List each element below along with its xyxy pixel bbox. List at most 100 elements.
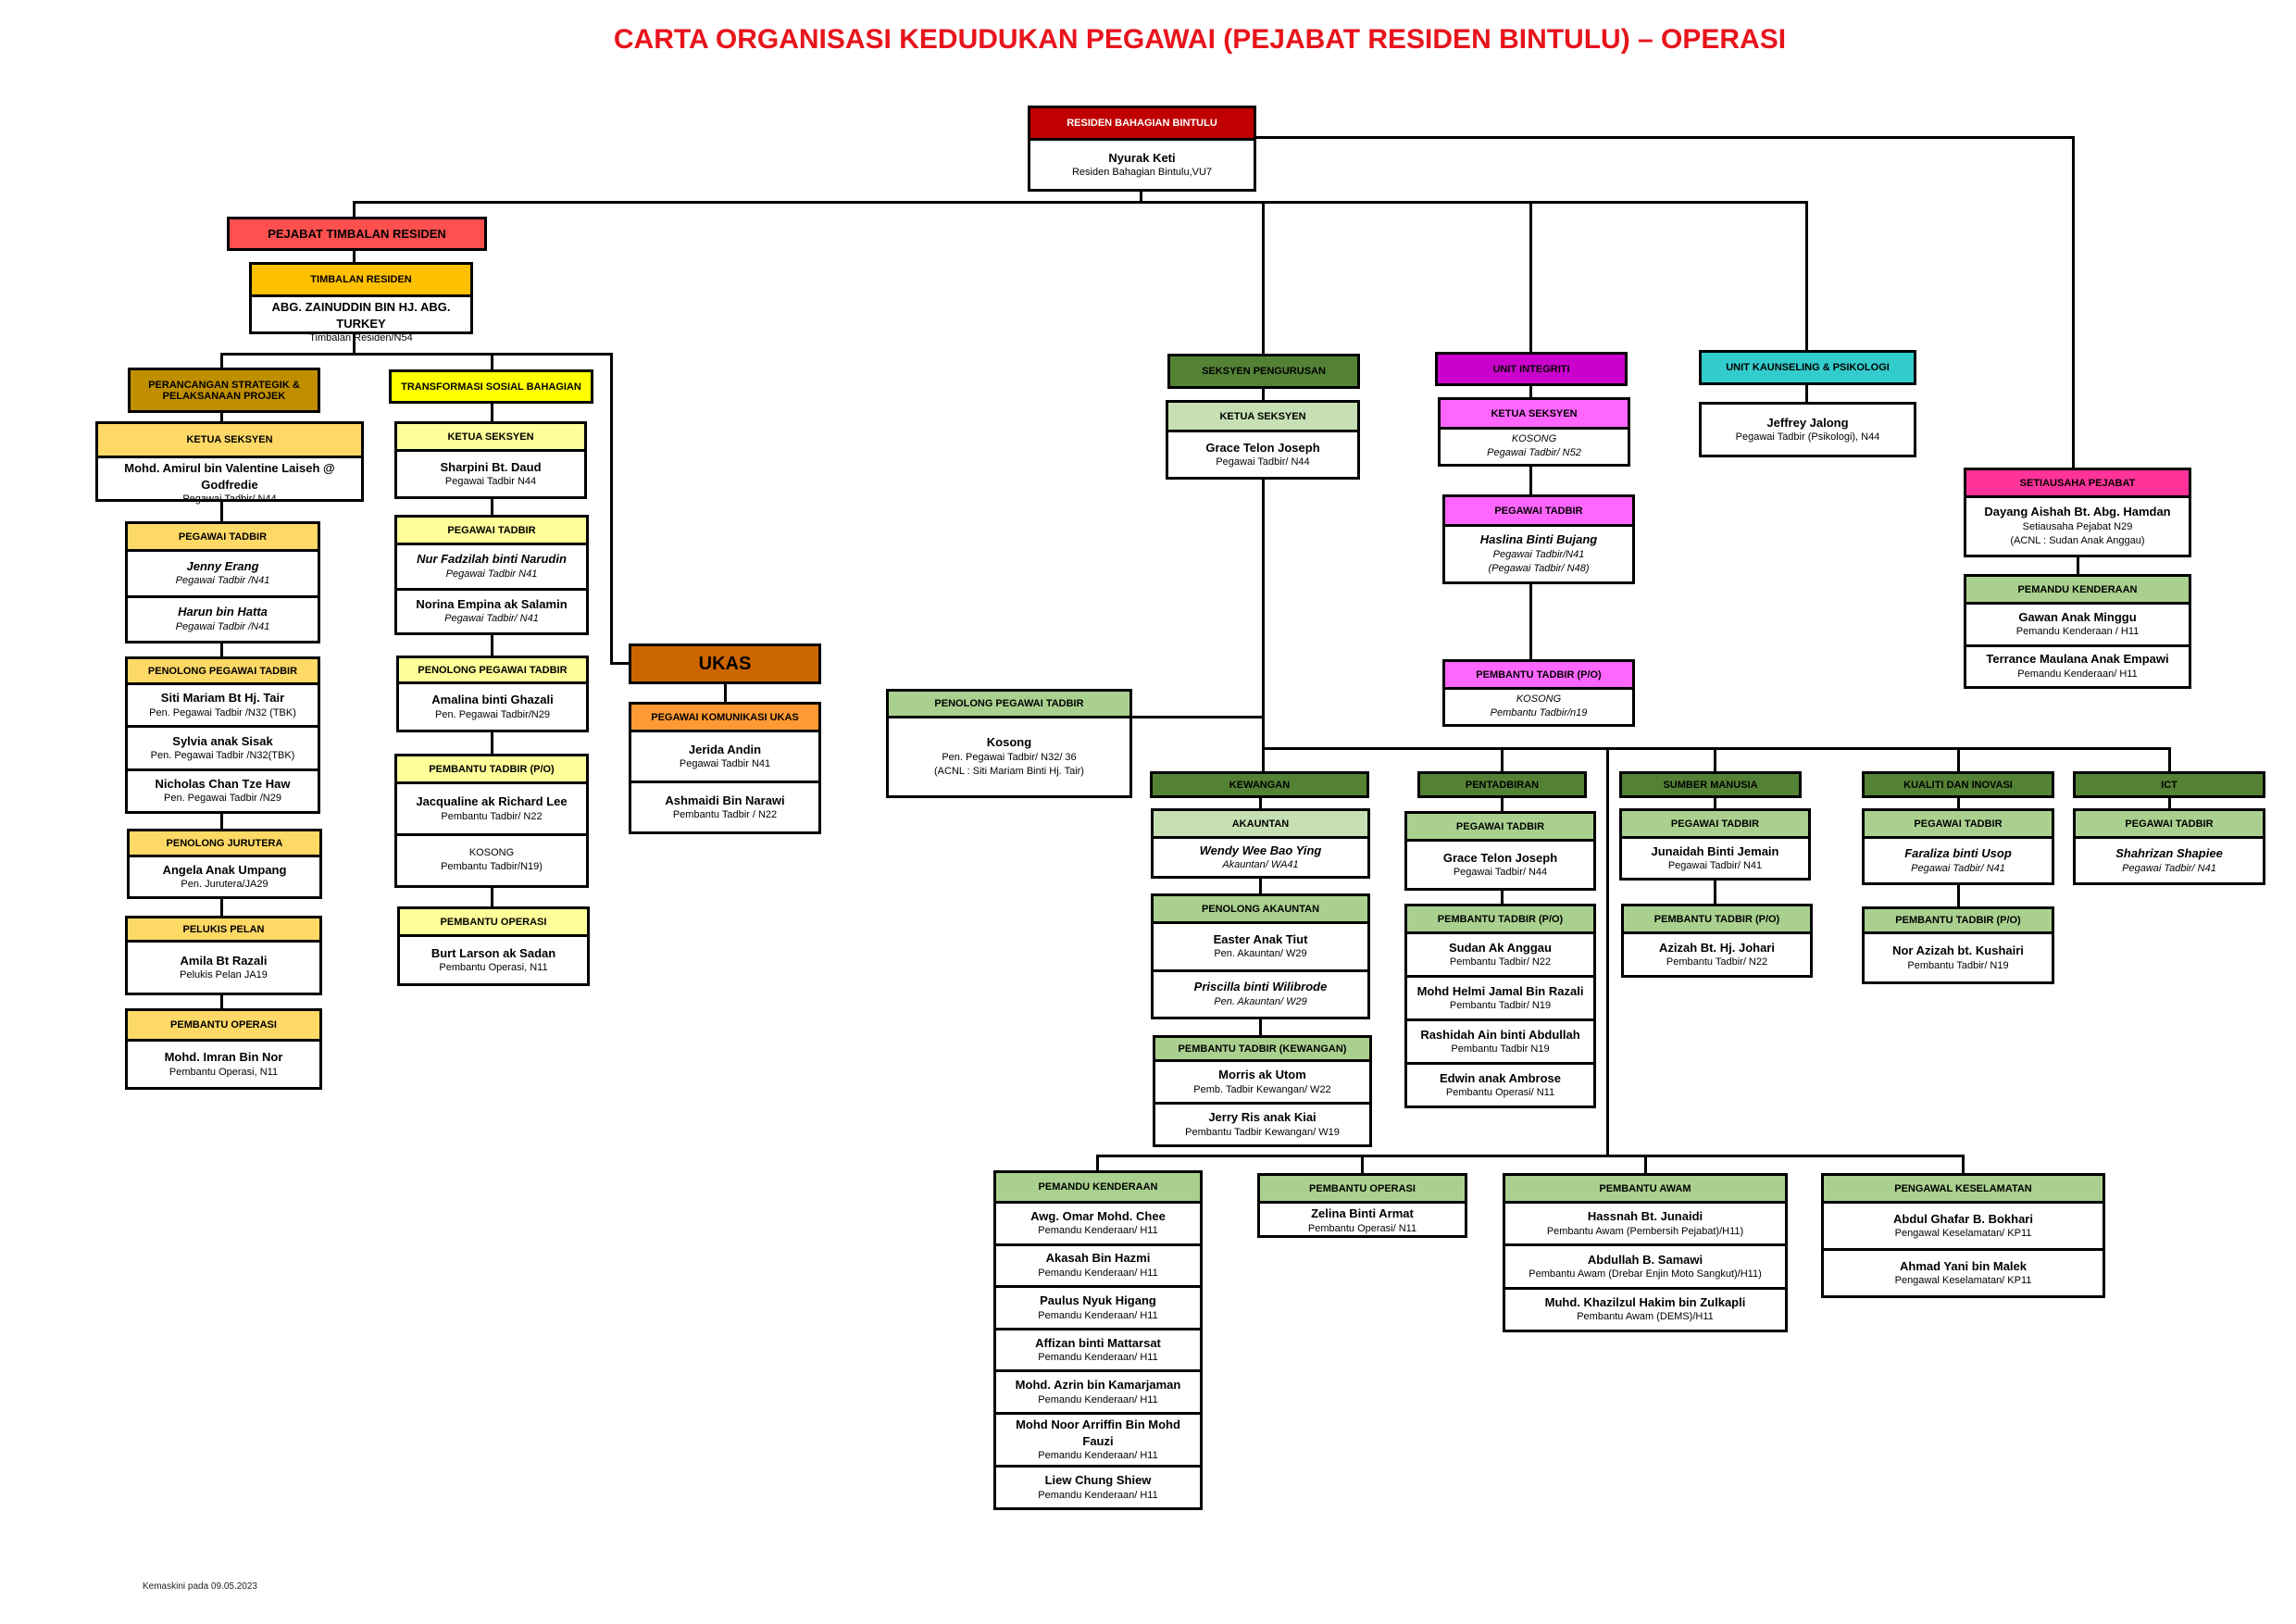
- box-header: PEMBANTU TADBIR (P/O): [1445, 662, 1632, 690]
- staff-name: Ahmad Yani bin Malek: [1899, 1258, 2028, 1273]
- staff-position: Pembantu Awam (DEMS)/H11: [1577, 1311, 1714, 1323]
- connector: [610, 662, 630, 665]
- staff-name: Dayang Aishah Bt. Abg. Hamdan: [1984, 505, 2171, 519]
- connector: [1805, 201, 1808, 404]
- box-header: PENGAWAL KESELAMATAN: [1824, 1176, 2103, 1204]
- staff-position: Pegawai Tadbir /N41: [175, 575, 270, 587]
- box-header: PEGAWAI TADBIR: [2076, 811, 2263, 839]
- staff-name: Grace Telon Joseph: [1205, 440, 1320, 455]
- box-seksyen-pengurusan: SEKSYEN PENGURUSAN: [1167, 354, 1360, 389]
- box-header: SEKSYEN PENGURUSAN: [1170, 356, 1357, 386]
- staff-position: Pemandu Kenderaan/ H11: [1038, 1225, 1158, 1237]
- staff-position: Pen. Pegawai Tadbir/N29: [435, 708, 550, 720]
- staff-position: Pemb. Tadbir Kewangan/ W22: [1193, 1083, 1331, 1095]
- connector: [1962, 1155, 1965, 1175]
- staff-position: Pegawai Tadbir/ N52: [1487, 447, 1581, 459]
- box-header: PENOLONG JURUTERA: [130, 831, 319, 857]
- box-header: PEGAWAI TADBIR: [128, 524, 318, 552]
- staff-position: Akauntan/ WA41: [1222, 859, 1299, 871]
- staff-position: Pemandu Kenderaan/ H11: [1038, 1352, 1158, 1364]
- staff-position: Pen. Pegawai Tadbir/ N32/ 36: [942, 751, 1077, 763]
- staff-position: Pen. Pegawai Tadbir /N32 (TBK): [149, 706, 296, 718]
- staff-name: Abdullah B. Samawi: [1587, 1252, 1703, 1267]
- staff-name: KOSONG: [468, 847, 515, 859]
- staff-name: Mohd. Amirul bin Valentine Laiseh @ Godf…: [124, 461, 335, 492]
- staff-position: Pelukis Pelan JA19: [180, 969, 268, 981]
- box-header: KETUA SEKSYEN: [397, 424, 584, 452]
- box-header: PEGAWAI TADBIR: [1407, 814, 1593, 842]
- box-header: PEGAWAI TADBIR: [1865, 811, 2052, 839]
- connector: [1131, 716, 1264, 718]
- box-transformasi-sosial: TRANSFORMASI SOSIAL BAHAGIAN: [389, 369, 593, 404]
- staff-position: Pegawai Tadbir/ N41: [2122, 862, 2216, 874]
- box-kualiti-pembantu-tadbir: PEMBANTU TADBIR (P/O)Nor Azizah bt. Kush…: [1862, 906, 2054, 984]
- staff-name: Siti Mariam Bt Hj. Tair: [160, 691, 285, 706]
- box-pejabat-timbalan-residen: PEJABAT TIMBALAN RESIDEN: [227, 217, 487, 251]
- staff-position: Residen Bahagian Bintulu,VU7: [1071, 167, 1213, 179]
- staff-position: Pegawai Tadbir/ N41: [1667, 860, 1763, 872]
- box-header: PEMBANTU TADBIR (KEWANGAN): [1155, 1038, 1369, 1062]
- staff-position: Pembantu Operasi, N11: [168, 1066, 279, 1078]
- staff-position: Pembantu Tadbir/n19: [1490, 707, 1588, 719]
- connector: [1644, 1155, 1647, 1175]
- staff-name: Easter Anak Tiut: [1213, 931, 1308, 946]
- box-header: PERANCANGAN STRATEGIK & PELAKSANAAN PROJ…: [131, 370, 318, 410]
- staff-name: Jeffrey Jalong: [1766, 415, 1849, 430]
- staff-position: Pen. Pegawai Tadbir /N32(TBK): [150, 750, 295, 762]
- connector: [2077, 556, 2079, 576]
- staff-position: Pembantu Tadbir/ N22: [441, 810, 543, 822]
- connector: [1262, 747, 2171, 750]
- box-header: KETUA SEKSYEN: [1441, 400, 1628, 430]
- staff-note: (ACNL : Sudan Anak Anggau): [2010, 535, 2145, 547]
- box-header: AKAUNTAN: [1154, 811, 1367, 839]
- staff-position: Pegawai Tadbir (Psikologi), N44: [1735, 431, 1880, 443]
- connector: [1096, 1155, 1099, 1172]
- staff-name: Muhd. Khazilzul Hakim bin Zulkapli: [1544, 1294, 1746, 1309]
- box-header: UNIT KAUNSELING & PSIKOLOGI: [1702, 353, 1914, 382]
- staff-position: Pegawai Tadbir /N41: [175, 620, 270, 632]
- staff-name: Affizan binti Mattarsat: [1035, 1335, 1161, 1350]
- staff-name: Nur Fadzilah binti Narudin: [417, 552, 567, 567]
- staff-position: Pembantu Operasi/ N11: [1445, 1087, 1555, 1099]
- staff-position: Pegawai Tadbir/ N44: [1216, 456, 1310, 468]
- box-header: PEGAWAI KOMUNIKASI UKAS: [631, 705, 818, 732]
- box-header: PEMANDU KENDERAAN: [996, 1173, 1200, 1204]
- staff-name: Akasah Bin Hazmi: [1045, 1251, 1151, 1266]
- box-header: PENOLONG AKAUNTAN: [1154, 896, 1367, 924]
- staff-name: Harun bin Hatta: [178, 605, 268, 619]
- staff-position: Pembantu Tadbir/ N22: [1666, 956, 1768, 968]
- connector: [724, 682, 727, 704]
- box-perancangan-strategik: PERANCANGAN STRATEGIK & PELAKSANAAN PROJ…: [128, 368, 320, 413]
- staff-position: Pemandu Kenderaan/ H11: [1038, 1489, 1158, 1501]
- staff-position: Timbalan Residen/N54: [309, 332, 413, 344]
